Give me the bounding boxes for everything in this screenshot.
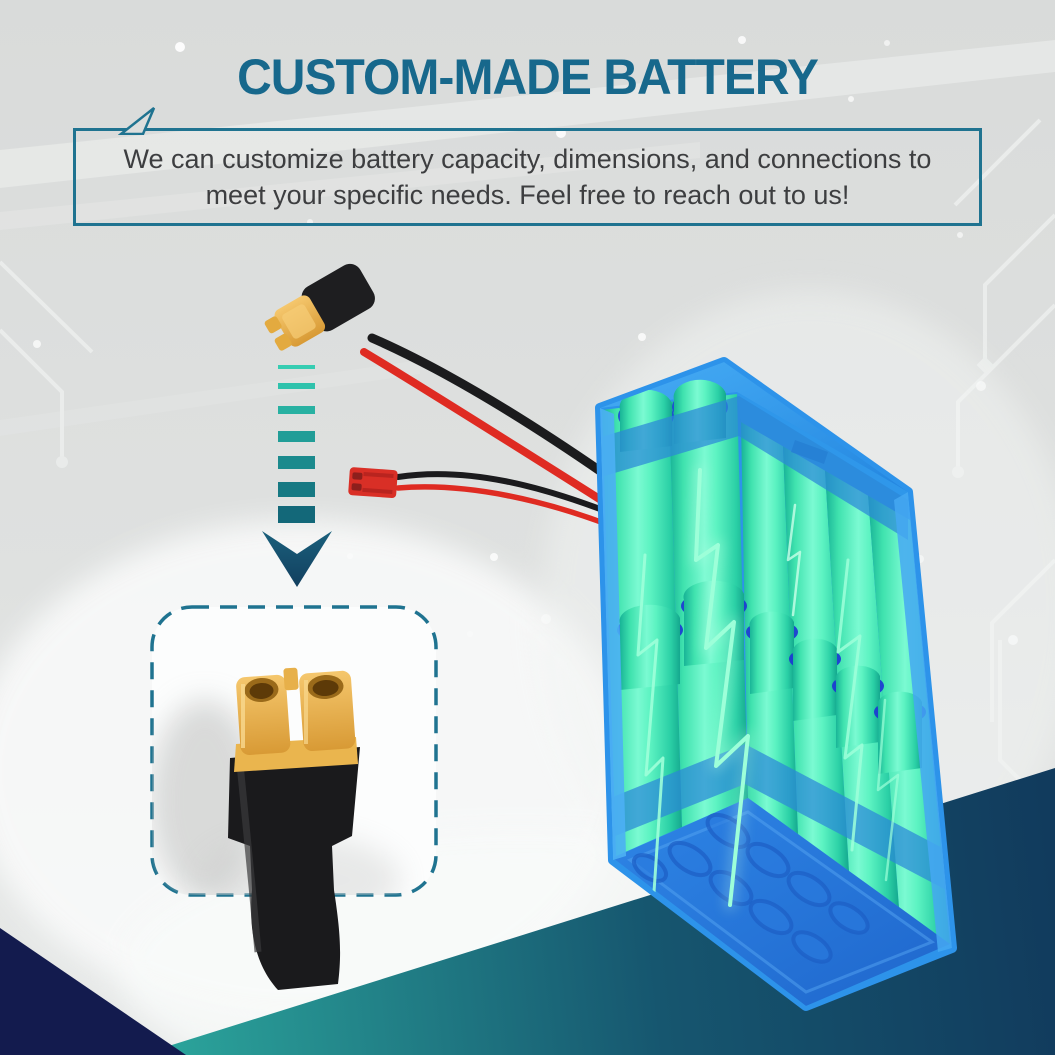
navy-corner-shape	[0, 928, 186, 1055]
cell-dome-row	[617, 580, 926, 774]
jst-wire-black	[395, 471, 611, 515]
callout-text: We can customize battery capacity, dimen…	[124, 141, 932, 213]
arrowhead-icon	[262, 531, 332, 587]
callout-box: We can customize battery capacity, dimen…	[73, 107, 982, 226]
callout-line-1: We can customize battery capacity, dimen…	[123, 144, 932, 174]
callout-line-2: meet your specific needs. Feel free to r…	[205, 180, 850, 210]
lightning-effects	[636, 463, 900, 912]
xt60-connector-image	[264, 263, 375, 351]
xt60-wire-black	[367, 333, 608, 478]
jst-wire-red	[395, 484, 612, 528]
pack-left-rim	[600, 408, 626, 860]
jst-connector-image	[348, 467, 398, 499]
callout-pointer-icon	[118, 107, 156, 135]
wire-harness	[264, 263, 612, 528]
pack-straps	[600, 396, 950, 892]
detail-zoom-box	[150, 605, 438, 990]
down-arrow	[262, 365, 332, 587]
light-streaks	[0, 40, 1055, 436]
page-title: CUSTOM-MADE BATTERY	[237, 49, 819, 105]
battery-pack-image	[595, 357, 957, 1011]
xt60-wire-red	[360, 348, 605, 504]
xt60-closeup-image	[228, 667, 360, 990]
pack-right-rim	[894, 492, 952, 952]
